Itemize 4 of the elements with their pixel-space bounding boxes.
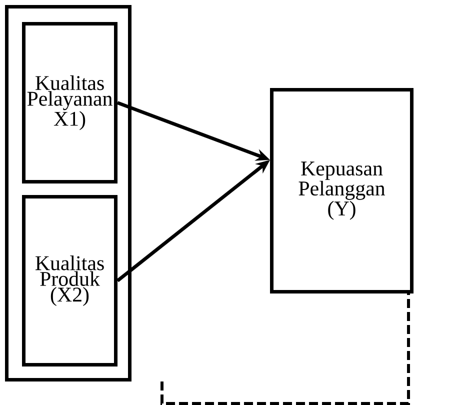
variable-box: Kualitas Pelayanan X1)	[22, 22, 118, 184]
variable-box: Kepuasan Pelanggan (Y)	[270, 88, 414, 294]
variable-box: Kualitas Produk (X2)	[22, 195, 118, 366]
group-box	[5, 5, 132, 382]
